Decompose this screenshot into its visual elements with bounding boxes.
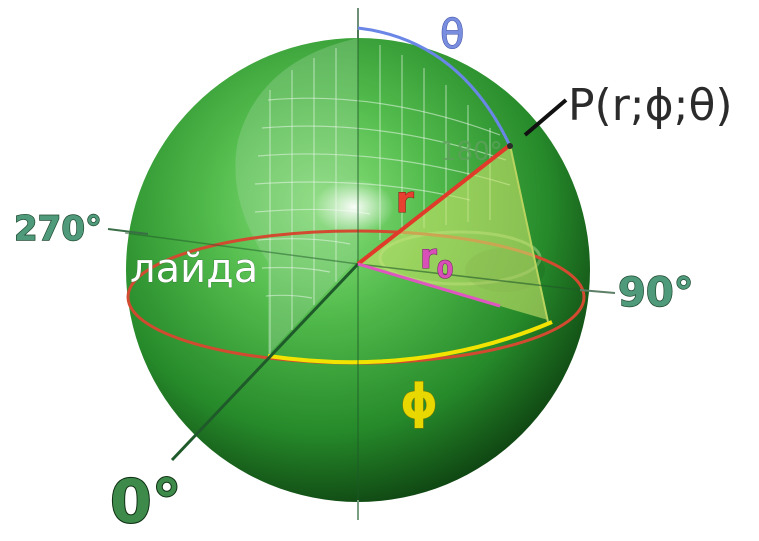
r0-label-sub: 0 <box>437 256 454 284</box>
r-label: r <box>396 180 414 221</box>
deg-90-label: 90° <box>618 270 694 316</box>
r-line <box>356 143 512 266</box>
point-p <box>507 143 513 149</box>
r0-line <box>357 262 501 308</box>
deg-0-label: 0° <box>110 467 182 536</box>
phi-label: ϕ <box>400 374 438 430</box>
phi-arc <box>267 320 553 365</box>
deg-270-label: 270° <box>14 209 102 249</box>
theta-label: θ <box>440 12 464 58</box>
light-glow <box>314 179 394 235</box>
point-pointer <box>523 98 568 137</box>
theta-arc <box>357 26 512 147</box>
tick-270 <box>107 228 149 235</box>
projection-triangle <box>358 145 548 320</box>
point-label: P(r;ϕ;θ) <box>568 80 733 131</box>
overlay-text: лайда <box>130 246 258 292</box>
horizontal-axis-left <box>124 232 359 265</box>
x-axis <box>170 262 360 462</box>
r0-label: r0 <box>420 237 453 284</box>
deg-180-label: 180° <box>440 137 503 167</box>
horizontal-axis-right <box>357 263 581 291</box>
tick-90 <box>579 289 616 294</box>
projection-edge <box>509 144 549 323</box>
r0-label-base: r <box>420 237 437 277</box>
